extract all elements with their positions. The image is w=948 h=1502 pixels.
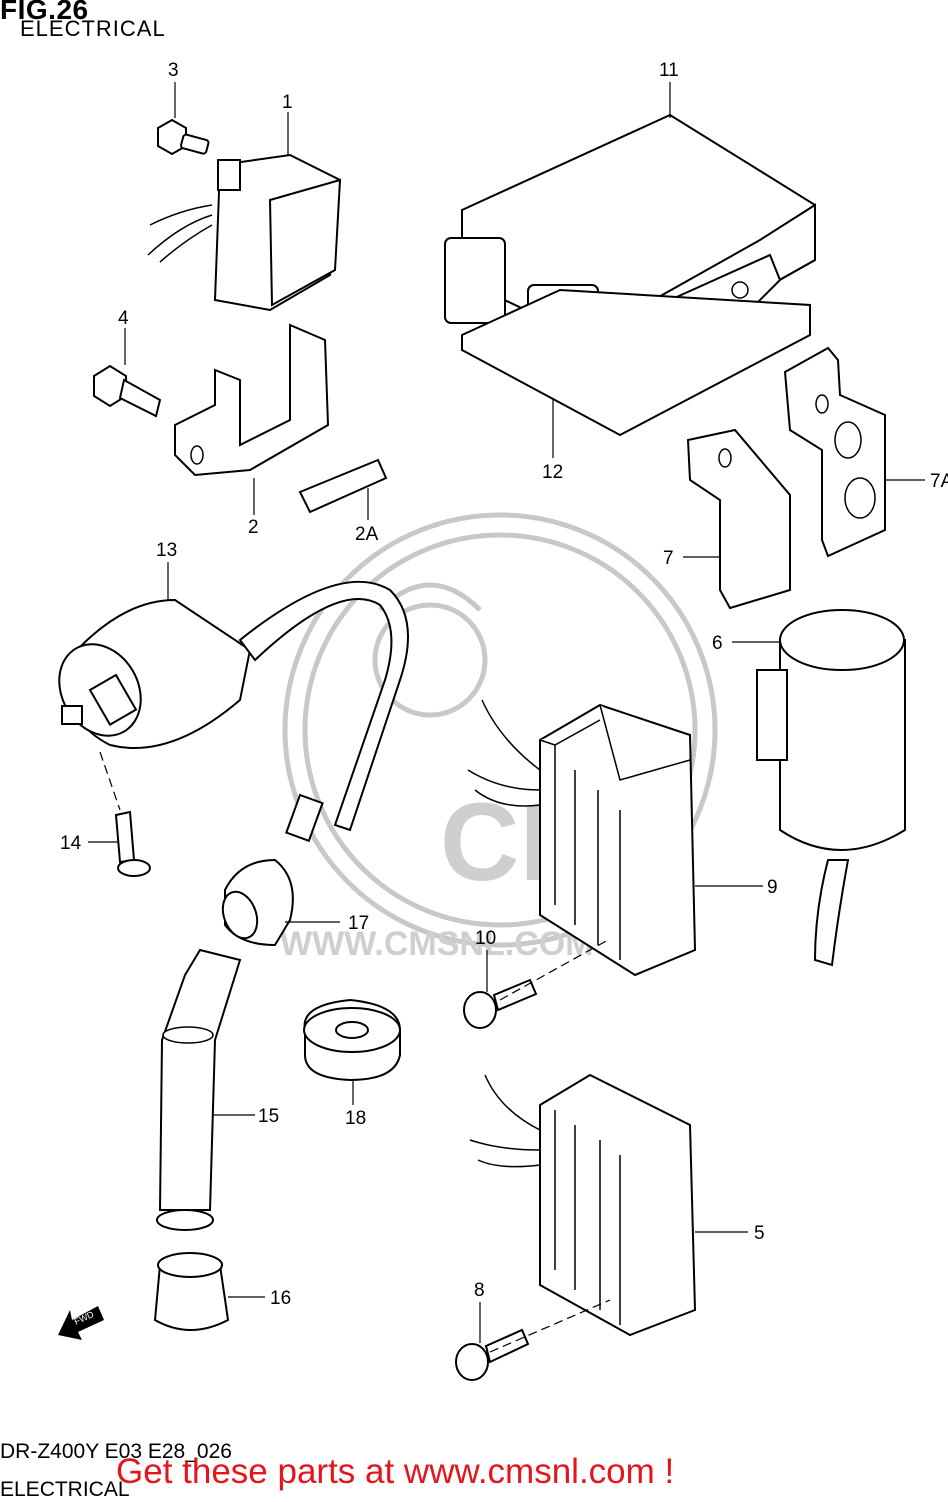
part-2-bracket bbox=[174, 323, 330, 477]
callout-6: 6 bbox=[712, 633, 723, 654]
callout-12: 12 bbox=[542, 462, 563, 483]
callout-16: 16 bbox=[270, 1288, 291, 1309]
callout-18: 18 bbox=[345, 1108, 366, 1129]
part-7a-bracket bbox=[783, 346, 886, 558]
part-17-cap bbox=[221, 858, 294, 947]
part-3-bolt bbox=[157, 118, 210, 156]
callout-15: 15 bbox=[258, 1106, 279, 1127]
part-2a-cushion bbox=[298, 458, 388, 514]
callout-10: 10 bbox=[475, 928, 496, 949]
callout-7: 7 bbox=[663, 548, 674, 569]
watermark-url-text: WWW.CMSNL.COM bbox=[280, 925, 594, 963]
callout-14: 14 bbox=[60, 833, 82, 854]
part-10-screw bbox=[463, 978, 538, 1029]
fwd-arrow: FWD bbox=[58, 1306, 104, 1340]
part-16-cover bbox=[153, 1252, 230, 1331]
part-12-pad bbox=[461, 288, 811, 437]
callout-17: 17 bbox=[348, 913, 369, 934]
part-6-condenser bbox=[756, 609, 906, 967]
callout-1: 1 bbox=[282, 92, 293, 113]
callout-7a: 7A bbox=[930, 471, 948, 492]
part-4-bolt bbox=[93, 364, 162, 418]
callout-11: 11 bbox=[659, 60, 679, 81]
callout-8: 8 bbox=[474, 1280, 485, 1301]
part-1-relay bbox=[147, 153, 342, 312]
callout-4: 4 bbox=[118, 308, 129, 329]
footer-subtitle: ELECTRICAL bbox=[0, 1478, 130, 1501]
leader-lines bbox=[88, 82, 925, 1353]
part-7-bracket bbox=[686, 428, 791, 610]
callout-2: 2 bbox=[248, 517, 259, 538]
callout-3: 3 bbox=[168, 60, 179, 81]
callout-5: 5 bbox=[754, 1223, 765, 1244]
callout-2a: 2A bbox=[355, 524, 379, 545]
part-9-regulator bbox=[467, 699, 697, 977]
part-15-plug-cap bbox=[156, 948, 242, 1231]
figure-title: FIG.26 bbox=[0, 0, 89, 25]
part-18-grommet bbox=[303, 998, 401, 1082]
callout-labels: 3 1 11 4 2 2A 12 7A 7 13 6 14 9 17 10 15… bbox=[60, 60, 948, 1309]
parts-banner-link[interactable]: Get these parts at www.cmsnl.com ! bbox=[116, 1452, 675, 1491]
diagram-code: DR-Z400Y E03 E28_026 bbox=[0, 1440, 232, 1463]
callout-9: 9 bbox=[767, 877, 778, 898]
part-14-screw bbox=[114, 810, 151, 877]
callout-13: 13 bbox=[156, 540, 177, 561]
part-5-regulator bbox=[469, 1073, 697, 1337]
figure-subtitle: ELECTRICAL bbox=[20, 16, 166, 41]
part-8-screw bbox=[455, 1328, 530, 1381]
part-13-ignition-coil bbox=[58, 580, 409, 843]
